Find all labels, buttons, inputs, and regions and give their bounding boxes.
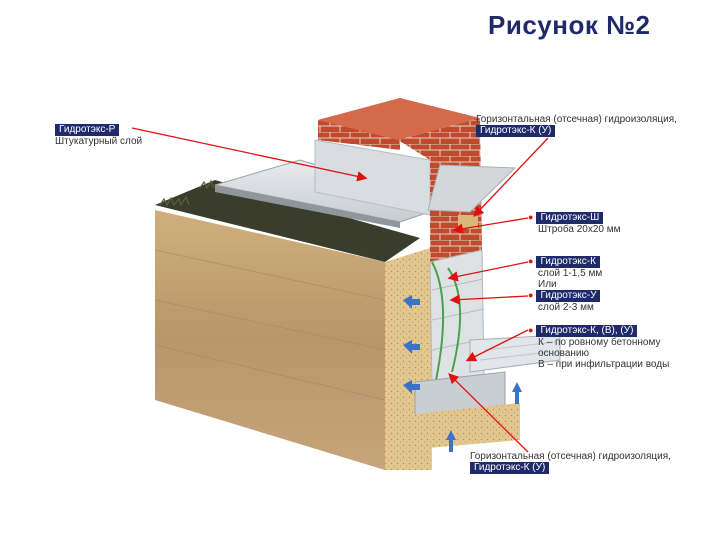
water-arrow xyxy=(403,380,420,394)
label-horiz-bottom-tag: Гидротэкс-К (У) xyxy=(470,462,550,474)
label-k: ●Гидротэкс-К слой 1-1,5 мм Или xyxy=(528,256,602,290)
waterproof-layer xyxy=(431,261,445,381)
leader-lines xyxy=(131,127,549,453)
leader-plaster xyxy=(131,127,368,182)
label-horiz-top-text: Горизонтальная (отсечная) гидроизоляция, xyxy=(476,114,677,125)
water-arrow xyxy=(403,340,420,354)
leader-sh xyxy=(452,217,529,234)
soil-strata xyxy=(154,249,386,401)
label-horiz-top: Горизонтальная (отсечная) гидроизоляция,… xyxy=(476,114,677,137)
label-kvu-line-2: основанию xyxy=(538,348,590,359)
label-kvu-line-3: В – при инфильтрации воды xyxy=(538,359,670,370)
leader-horiz-top xyxy=(473,137,549,217)
soil-side-face xyxy=(155,210,385,470)
label-sh-text: Штроба 20х20 мм xyxy=(538,224,621,235)
water-arrow xyxy=(446,430,456,452)
label-k-line-1: слой 1-1,5 мм xyxy=(538,268,603,279)
label-sh-tag: Гидротэкс-Ш xyxy=(536,212,604,224)
slab-edge xyxy=(215,185,400,228)
label-horiz-bottom: Горизонтальная (отсечная) гидроизоляция,… xyxy=(470,451,671,474)
label-u-tag: Гидротэкс-У xyxy=(536,290,601,302)
leader-k xyxy=(447,261,529,282)
cornice xyxy=(427,164,517,213)
gravel-bed xyxy=(405,403,520,450)
label-kvu-tag: Гидротэкс-К, (В), (У) xyxy=(536,325,638,337)
grass-top xyxy=(155,180,420,262)
label-horiz-bottom-text: Горизонтальная (отсечная) гидроизоляция, xyxy=(470,451,671,462)
figure-title: Рисунок №2 xyxy=(488,10,651,40)
water-arrow xyxy=(403,295,420,309)
bullet-icon: ● xyxy=(528,256,534,266)
label-k-tag: Гидротэкс-К xyxy=(536,256,600,268)
label-sh: ●Гидротэкс-Ш Штроба 20х20 мм xyxy=(528,212,620,235)
label-plaster: Гидротэкс-Р Штукатурный слой xyxy=(55,124,142,147)
label-u: ●Гидротэкс-У слой 2-3 мм xyxy=(528,290,601,313)
label-horiz-top-tag: Гидротэкс-К (У) xyxy=(476,125,556,137)
water-arrows xyxy=(403,295,522,452)
leader-kvu xyxy=(465,329,529,362)
leader-u xyxy=(449,294,529,305)
brick-wall-top-face xyxy=(318,98,480,140)
bullet-icon: ● xyxy=(528,290,534,300)
grass-texture xyxy=(159,179,215,207)
label-kvu-line-1: К – по ровному бетонному xyxy=(538,337,661,348)
bullet-icon: ● xyxy=(528,325,534,335)
label-k-line-2: Или xyxy=(538,279,557,290)
label-plaster-tag: Гидротэкс-Р xyxy=(55,124,120,136)
leader-horiz-bottom xyxy=(448,373,529,453)
label-kvu: ●Гидротэкс-К, (В), (У) К – по ровному бе… xyxy=(528,325,669,370)
water-arrow xyxy=(512,382,522,404)
label-plaster-text: Штукатурный слой xyxy=(55,136,143,147)
floor-slab-grid xyxy=(479,341,556,361)
bullet-icon: ● xyxy=(528,212,534,222)
label-u-text: слой 2-3 мм xyxy=(538,302,594,313)
